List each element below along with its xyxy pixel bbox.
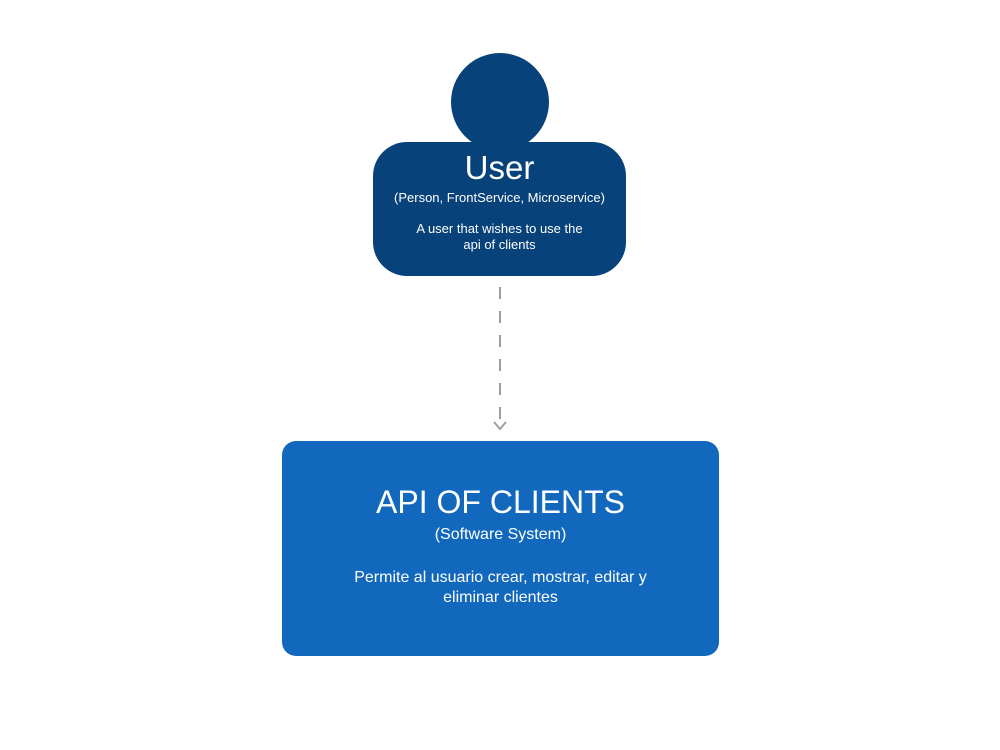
person-title: User	[464, 149, 535, 186]
arrowhead-icon	[493, 421, 507, 431]
system-title: API OF CLIENTS	[376, 484, 625, 520]
system-type: (Software System)	[434, 526, 567, 543]
system-description-line-2: eliminar clientes	[443, 589, 558, 606]
system-description: Permite al usuario crear, mostrar, edita…	[312, 568, 689, 608]
person-description-line-2: api of clients	[463, 237, 536, 252]
person-description-line-1: A user that wishes to use the	[416, 221, 583, 236]
software-system-api-of-clients[interactable]: API OF CLIENTS (Software System) Permite…	[282, 441, 719, 656]
person-type: (Person, FrontService, Microservice)	[394, 190, 605, 205]
person-user[interactable]: User (Person, FrontService, Microservice…	[373, 142, 626, 276]
person-head	[451, 53, 549, 151]
system-description-line-1: Permite al usuario crear, mostrar, edita…	[354, 569, 647, 586]
person-description: A user that wishes to use the api of cli…	[403, 221, 596, 253]
